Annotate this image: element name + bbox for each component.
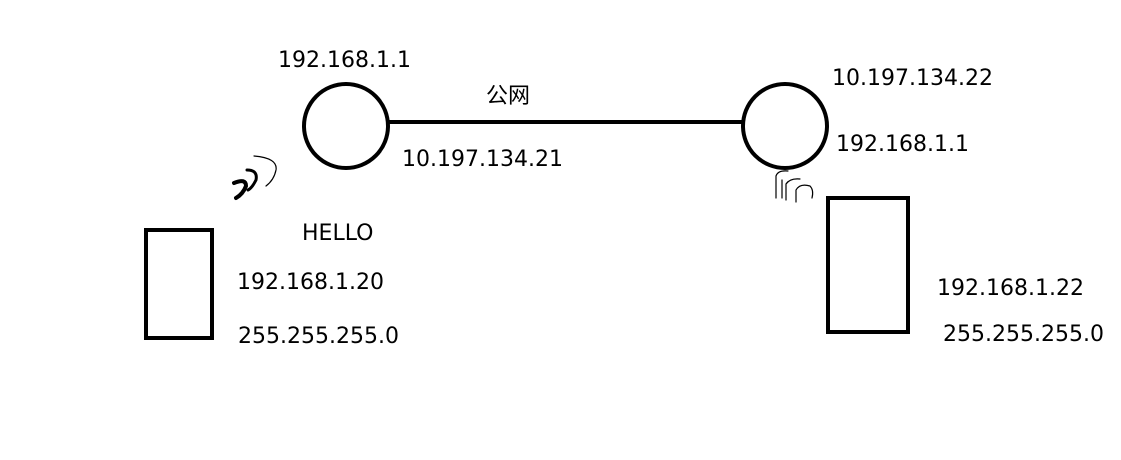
left-router-wan-ip-label: 10.197.134.21 — [402, 147, 563, 172]
left-host-ip-label: 192.168.1.20 — [237, 270, 384, 295]
right-host-box — [826, 196, 910, 334]
right-wireless-signal-icon — [775, 170, 814, 203]
right-host-ip-label: 192.168.1.22 — [937, 276, 1084, 301]
left-router-ip-label: 192.168.1.1 — [278, 48, 411, 73]
right-router-wan-ip-label: 10.197.134.22 — [832, 66, 993, 91]
public-network-label: 公网 — [486, 84, 531, 109]
hello-label: HELLO — [302, 221, 374, 246]
left-router-node — [302, 82, 390, 170]
right-router-node — [741, 82, 829, 170]
left-host-mask-label: 255.255.255.0 — [238, 324, 399, 349]
left-host-box — [144, 228, 214, 340]
left-wireless-signal-icon — [232, 155, 277, 200]
right-router-ip-label: 192.168.1.1 — [836, 132, 969, 157]
right-host-mask-label: 255.255.255.0 — [943, 322, 1104, 347]
